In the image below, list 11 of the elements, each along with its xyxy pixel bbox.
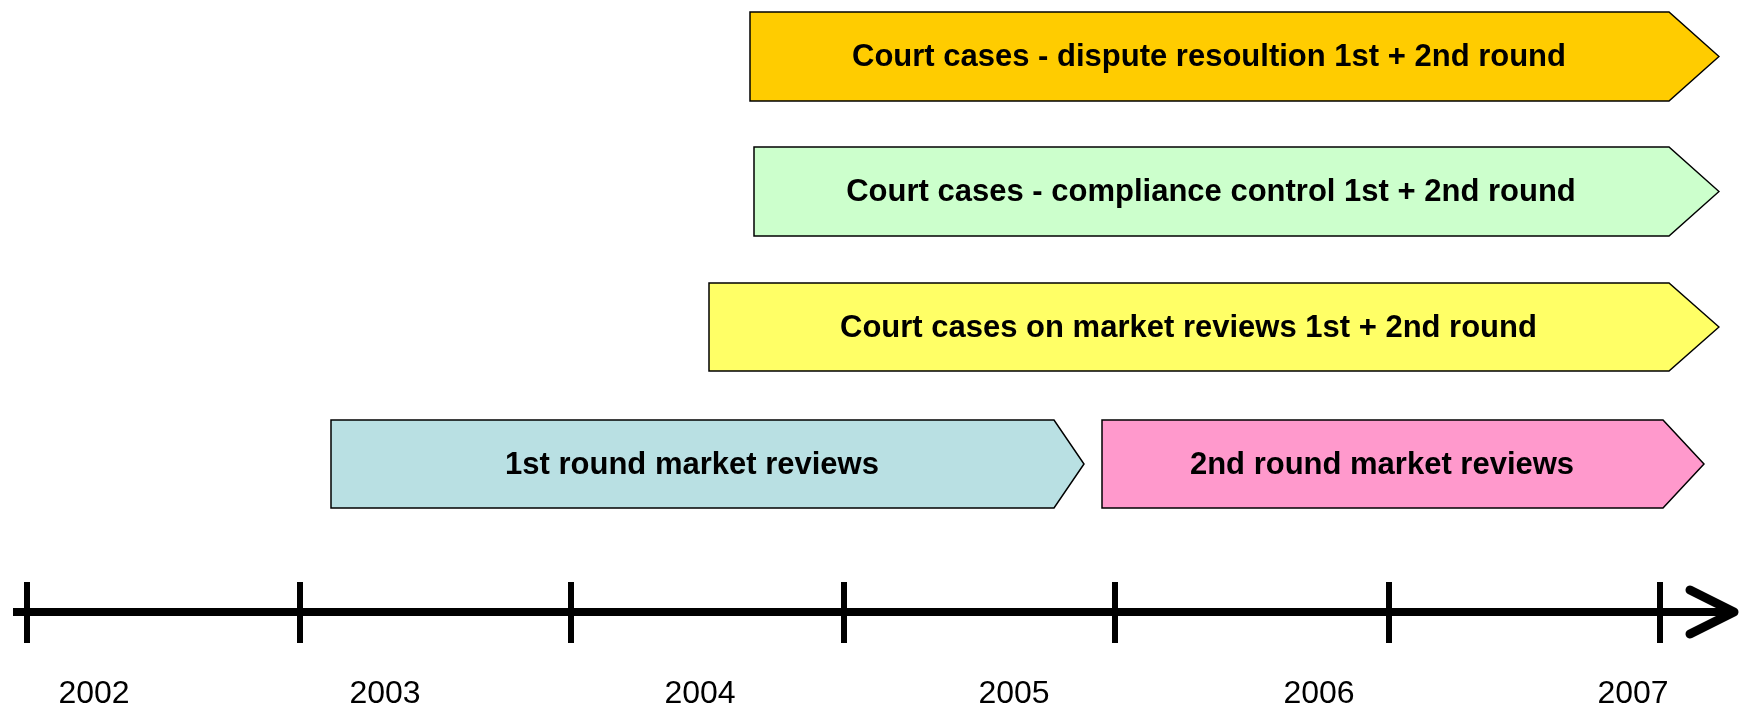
year-label: 2005: [978, 676, 1050, 708]
phase-label: Court cases on market reviews 1st + 2nd round: [840, 307, 1537, 346]
year-label: 2003: [349, 676, 421, 708]
phase-label: Court cases - compliance control 1st + 2nd round: [846, 172, 1576, 211]
year-label: 2004: [664, 676, 736, 708]
year-label: 2002: [58, 676, 130, 708]
phase-label: Court cases - dispute resoultion 1st + 2nd round: [852, 37, 1566, 76]
phase-label: 1st round market reviews: [505, 444, 879, 483]
year-label: 2007: [1597, 676, 1669, 708]
phase-label: 2nd round market reviews: [1189, 444, 1575, 483]
year-label: 2006: [1283, 676, 1355, 708]
